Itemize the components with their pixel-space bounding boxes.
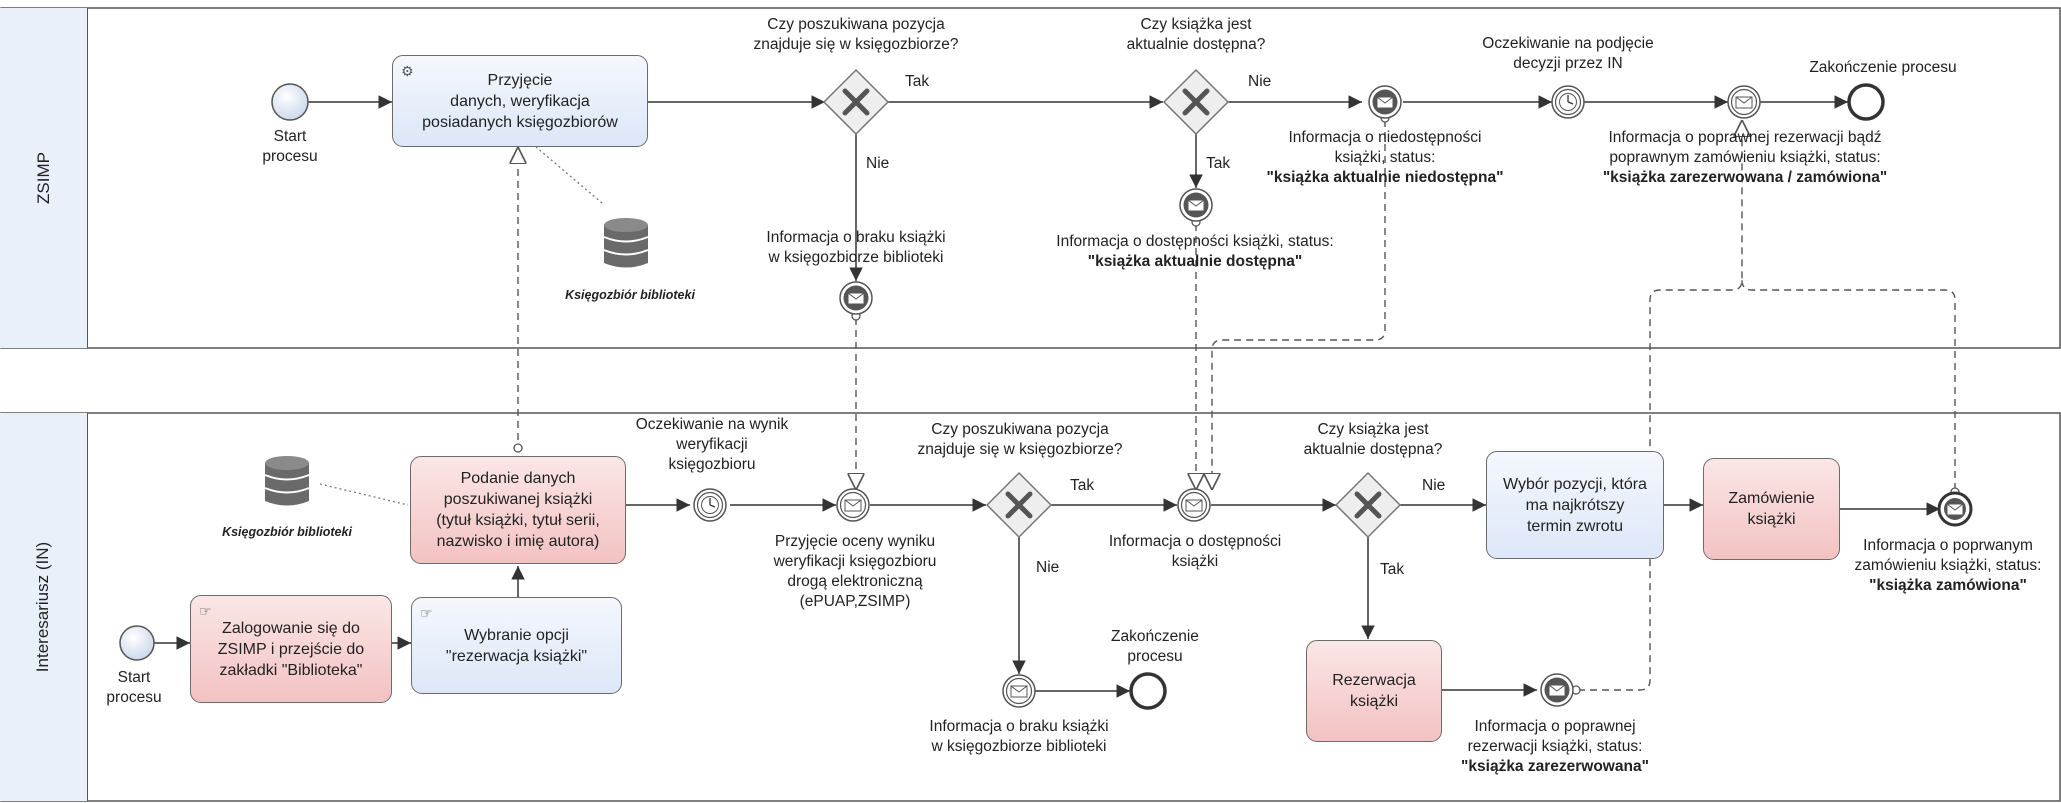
- msg-unavailable-status: "książka aktualnie niedostępna": [1266, 169, 1504, 186]
- msg-label-reserved-top: Informacja o poprawnej rezerwacji bądź p…: [1560, 128, 1930, 188]
- gateway-bottom-1: [985, 471, 1053, 539]
- lane-header-zsimp: ZSIMP: [0, 8, 88, 348]
- gateway-bottom-2: [1334, 471, 1402, 539]
- gateway-no-bottom-1: Nie: [1036, 559, 1060, 576]
- end-event-top: [1847, 83, 1885, 121]
- gateway-yes-bottom-1: Tak: [1070, 477, 1095, 494]
- db-label-text: Księgozbiór biblioteki: [222, 525, 352, 539]
- hand-icon: ☞: [420, 605, 433, 621]
- gateway-top-2: [1162, 68, 1230, 136]
- task-label: Wybranie opcji "rezerwacja książki": [445, 626, 588, 665]
- gateway-yes-top-2: Tak: [1206, 155, 1231, 172]
- db-label-bottom: Księgozbiór biblioteki: [212, 522, 362, 542]
- association-db-top: [535, 146, 603, 204]
- msg-label-receive-eval: Przyjęcie oceny wyniku weryfikacji księg…: [773, 533, 937, 610]
- association-db-bottom: [319, 483, 409, 506]
- msg-label-missing-top: Informacja o braku książki w księgozbior…: [766, 229, 946, 266]
- msgflow-unavailable: [1212, 120, 1386, 490]
- task-label: Podanie danych poszukiwanej książki (tyt…: [436, 470, 600, 550]
- msg-available-line: Informacja o dostępności książki, status…: [1056, 233, 1334, 250]
- task-receive-data[interactable]: ⚙ Przyjęcie danych, weryfikacja posiadan…: [392, 55, 648, 147]
- msg-available-status: "książka aktualnie dostępna": [1087, 253, 1303, 270]
- msg-label-missing-bottom: Informacja o braku książki w księgozbior…: [929, 718, 1109, 755]
- end-event-bottom: [1129, 672, 1167, 710]
- msg-label-available-bottom: Informacja o dostępności książki: [1108, 533, 1282, 570]
- msg-throw-reserved: [1540, 673, 1574, 707]
- db-label-text: Księgozbiór biblioteki: [565, 288, 695, 302]
- lane-header-in: Interesariusz (IN): [0, 413, 88, 801]
- msg-label-available-top: Informacja o dostępności książki, status…: [1020, 232, 1370, 272]
- database-icon-bottom: [264, 456, 310, 506]
- msg-catch-available-bottom: [1177, 488, 1211, 522]
- task-reserve-book[interactable]: Rezerwacja książki: [1306, 640, 1442, 742]
- msg-reserved-line: Informacja o poprawnej rezerwacji bądź p…: [1608, 129, 1882, 166]
- timer-label-bottom: Oczekiwanie na wynik weryfikacji księgoz…: [635, 416, 789, 473]
- task-select-option[interactable]: ☞ Wybranie opcji "rezerwacja książki": [411, 597, 622, 694]
- msg-label-ordered-bottom: Informacja o poprwanym zamówieniu książk…: [1838, 536, 2058, 596]
- start-label-bottom: Start procesu: [106, 669, 162, 706]
- task-login[interactable]: ☞ Zalogowanie się do ZSIMP i przejście d…: [190, 595, 392, 703]
- lane-title-in: Interesariusz (IN): [33, 541, 53, 673]
- msg-unavailable-line: Informacja o niedostępności książki, sta…: [1288, 129, 1482, 166]
- msg-catch-eval: [836, 488, 870, 522]
- task-choose-position[interactable]: Wybór pozycji, która ma najkrótszy termi…: [1486, 451, 1664, 559]
- msg-throw-missing-top: [839, 281, 873, 315]
- msg-throw-available-top: [1179, 188, 1213, 222]
- start-label-top: Start procesu: [262, 128, 318, 165]
- msg-reserved-status: "książka zarezerwowana": [1461, 758, 1649, 775]
- gateway-yes-bottom-2: Tak: [1380, 561, 1405, 578]
- msg-label-reserved-bottom: Informacja o poprawnej rezerwacji książk…: [1420, 717, 1690, 777]
- task-label: Rezerwacja książki: [1332, 672, 1416, 710]
- database-icon-top: [603, 218, 649, 268]
- start-event-bottom: [119, 625, 155, 661]
- msg-reserved-line: Informacja o poprawnej rezerwacji książk…: [1467, 718, 1643, 755]
- msg-reserved-status: "książka zarezerwowana / zamówiona": [1602, 169, 1888, 186]
- msg-throw-unavailable: [1368, 85, 1402, 119]
- timer-event-bottom: [693, 488, 727, 522]
- task-label: Przyjęcie danych, weryfikacja posiadanyc…: [422, 71, 618, 131]
- msg-ordered-line: Informacja o poprwanym zamówieniu książk…: [1854, 537, 2042, 574]
- gateway-no-top-2: Nie: [1248, 73, 1272, 90]
- msg-catch-decision: [1727, 85, 1761, 119]
- gateway-yes-top-1: Tak: [905, 73, 930, 90]
- gateway-no-top-1: Nie: [866, 155, 890, 172]
- msg-throw-ordered: [1937, 491, 1973, 527]
- gateway-question-top-1: Czy poszukiwana pozycja znajduje się w k…: [753, 16, 959, 53]
- lane-title-zsimp: ZSIMP: [33, 152, 53, 204]
- msg-ordered-status: "książka zamówiona": [1869, 577, 2027, 594]
- timer-event-top: [1551, 85, 1585, 119]
- msgflow-origin: [513, 443, 523, 453]
- gateway-top-1: [822, 68, 890, 136]
- gateway-question-bottom-1: Czy poszukiwana pozycja znajduje się w k…: [917, 421, 1123, 458]
- task-submit-book-data[interactable]: Podanie danych poszukiwanej książki (tyt…: [410, 456, 626, 564]
- end-label-bottom: Zakończenie procesu: [1111, 628, 1199, 665]
- gateway-question-bottom-2: Czy książka jest aktualnie dostępna?: [1303, 421, 1443, 458]
- task-label: Wybór pozycji, która ma najkrótszy termi…: [1503, 475, 1647, 535]
- task-label: Zamówienie książki: [1728, 490, 1815, 528]
- task-order-book[interactable]: Zamówienie książki: [1703, 458, 1840, 560]
- msg-label-unavailable-top: Informacja o niedostępności książki, sta…: [1235, 128, 1535, 188]
- end-label-top: Zakończenie procesu: [1809, 59, 1957, 76]
- hand-icon: ☞: [199, 603, 212, 619]
- msgflow-reserved: [1578, 120, 1742, 691]
- gear-icon: ⚙: [401, 63, 414, 79]
- msg-catch-missing-bottom: [1002, 674, 1036, 708]
- timer-label-top: Oczekiwanie na podjęcie decyzji przez IN: [1482, 35, 1654, 72]
- msgflow-ordered: [1741, 279, 1956, 490]
- gateway-no-bottom-2: Nie: [1422, 477, 1446, 494]
- task-label: Zalogowanie się do ZSIMP i przejście do …: [217, 619, 365, 679]
- gateway-question-top-2: Czy książka jest aktualnie dostępna?: [1126, 16, 1266, 53]
- db-label-top: Księgozbiór biblioteki: [555, 285, 705, 305]
- start-event-top: [271, 83, 309, 121]
